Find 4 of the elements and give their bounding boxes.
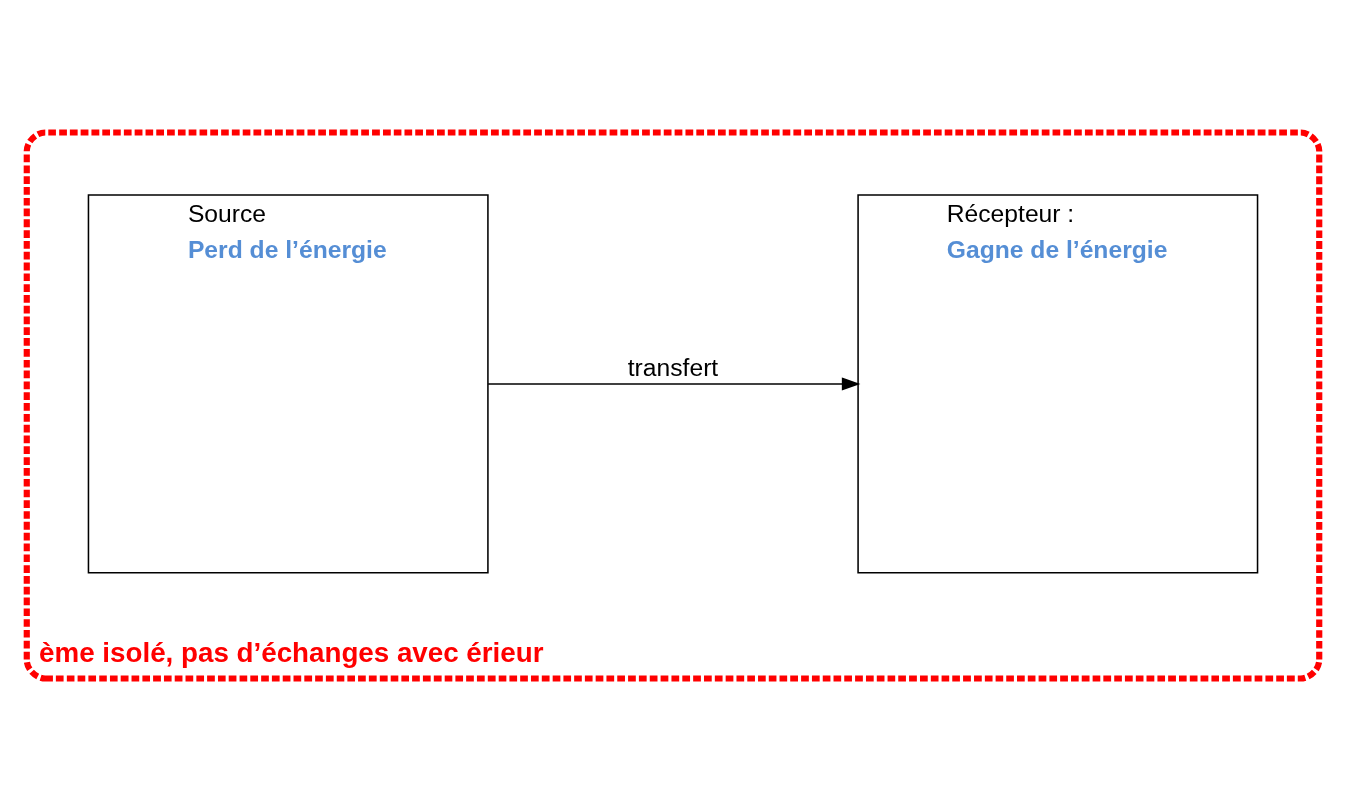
node-box: Récepteur : Gagne de l’énergie <box>857 193 1259 574</box>
edge-label: transfert <box>627 353 719 381</box>
arrow <box>487 376 861 390</box>
node-box: Source Perd de l’énergie <box>87 193 489 574</box>
